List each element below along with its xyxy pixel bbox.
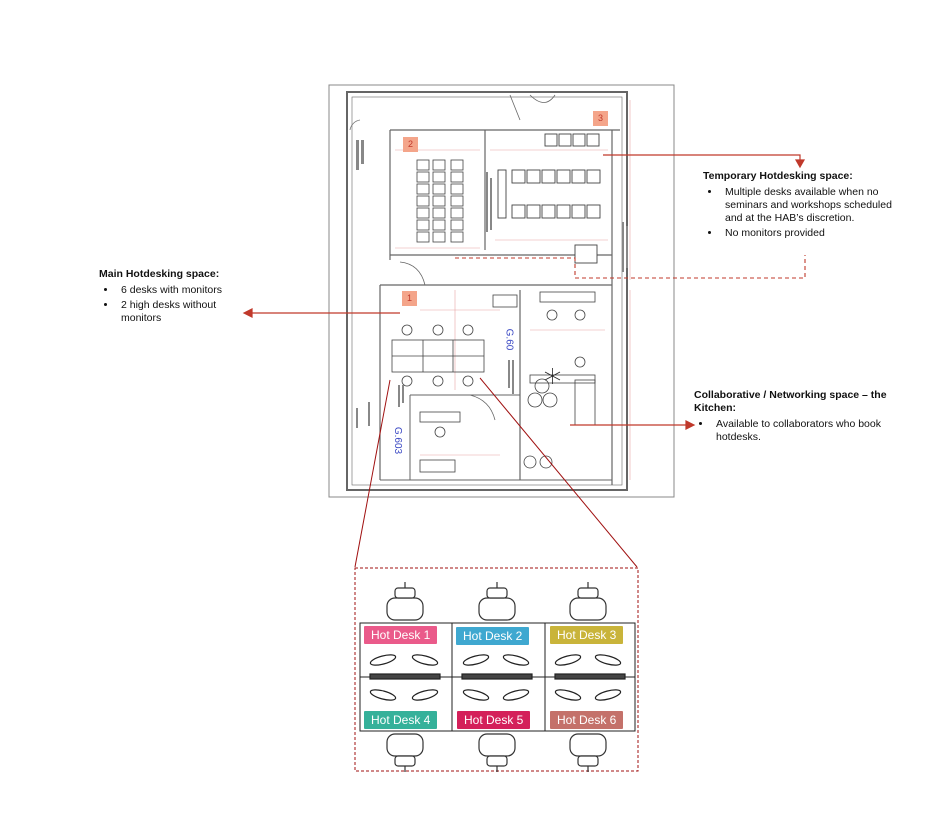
area-badge-2: 2	[403, 137, 418, 152]
area-badge-3: 3	[593, 111, 608, 126]
hot-desk-6-label: Hot Desk 6	[550, 711, 624, 729]
temporary-area-outline	[455, 255, 806, 279]
callout-title: Collaborative / Networking space – the K…	[694, 389, 887, 414]
hot-desk-4-label: Hot Desk 4	[364, 711, 438, 729]
room-label-g60: G.60	[503, 328, 515, 351]
main-hotdesk-furniture	[391, 291, 596, 473]
callout-item: No monitors provided	[721, 227, 893, 240]
callout-item: Multiple desks available when no seminar…	[721, 186, 893, 225]
kitchen-callout: Collaborative / Networking space – the K…	[694, 389, 899, 446]
area-badge-1: 1	[402, 291, 417, 306]
dimension-lines	[395, 100, 631, 480]
hot-desk-5-label: Hot Desk 5	[457, 711, 531, 729]
plan-annotation-marks	[356, 140, 628, 428]
hot-desk-3-label: Hot Desk 3	[550, 626, 624, 644]
callout-title: Main Hotdesking space:	[99, 268, 220, 280]
callout-arrows	[242, 154, 806, 430]
zoom-monitors	[369, 654, 626, 701]
zoom-chairs	[386, 582, 607, 772]
plan-north-marker	[349, 119, 361, 131]
room-label-g603: G.603	[392, 426, 404, 455]
callout-item: 2 high desks without monitors	[117, 299, 259, 325]
callout-item: 6 desks with monitors	[117, 284, 259, 297]
building-walls	[346, 91, 628, 491]
temporary-hotdesking-callout: Temporary Hotdesking space: Multiple des…	[703, 170, 893, 242]
hot-desk-1-label: Hot Desk 1	[364, 626, 438, 644]
zoom-connector-lines	[354, 377, 638, 568]
seminar-desks	[416, 159, 464, 243]
temporary-desks	[497, 133, 601, 264]
main-hotdesking-callout: Main Hotdesking space: 6 desks with moni…	[99, 268, 259, 327]
hot-desk-2-label: Hot Desk 2	[456, 627, 530, 645]
callout-title: Temporary Hotdesking space:	[703, 170, 853, 182]
plan-frame	[328, 84, 675, 498]
callout-item: Available to collaborators who book hotd…	[712, 418, 899, 444]
